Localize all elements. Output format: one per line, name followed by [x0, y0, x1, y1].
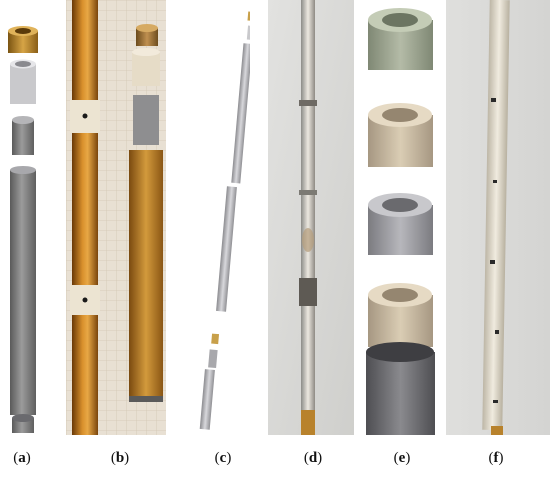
panel-d — [268, 0, 354, 435]
caption-e: (e) — [393, 450, 411, 466]
panel-f-photo — [446, 0, 550, 435]
panel-c-illustration — [199, 11, 250, 430]
panel-e — [364, 0, 437, 435]
caption-b: (b) — [110, 450, 130, 466]
panel-a — [0, 0, 45, 435]
panel-b — [66, 0, 166, 435]
caption-c: (c) — [214, 450, 232, 466]
panel-f — [446, 0, 550, 435]
panel-c — [194, 0, 250, 435]
panel-b-photo — [66, 0, 166, 435]
caption-a: (a) — [13, 450, 31, 466]
caption-d: (d) — [303, 450, 323, 466]
panel-e-illustration — [366, 8, 435, 435]
panel-a-illustration — [8, 26, 38, 433]
caption-f: (f) — [488, 450, 504, 466]
panel-d-photo — [268, 0, 354, 435]
